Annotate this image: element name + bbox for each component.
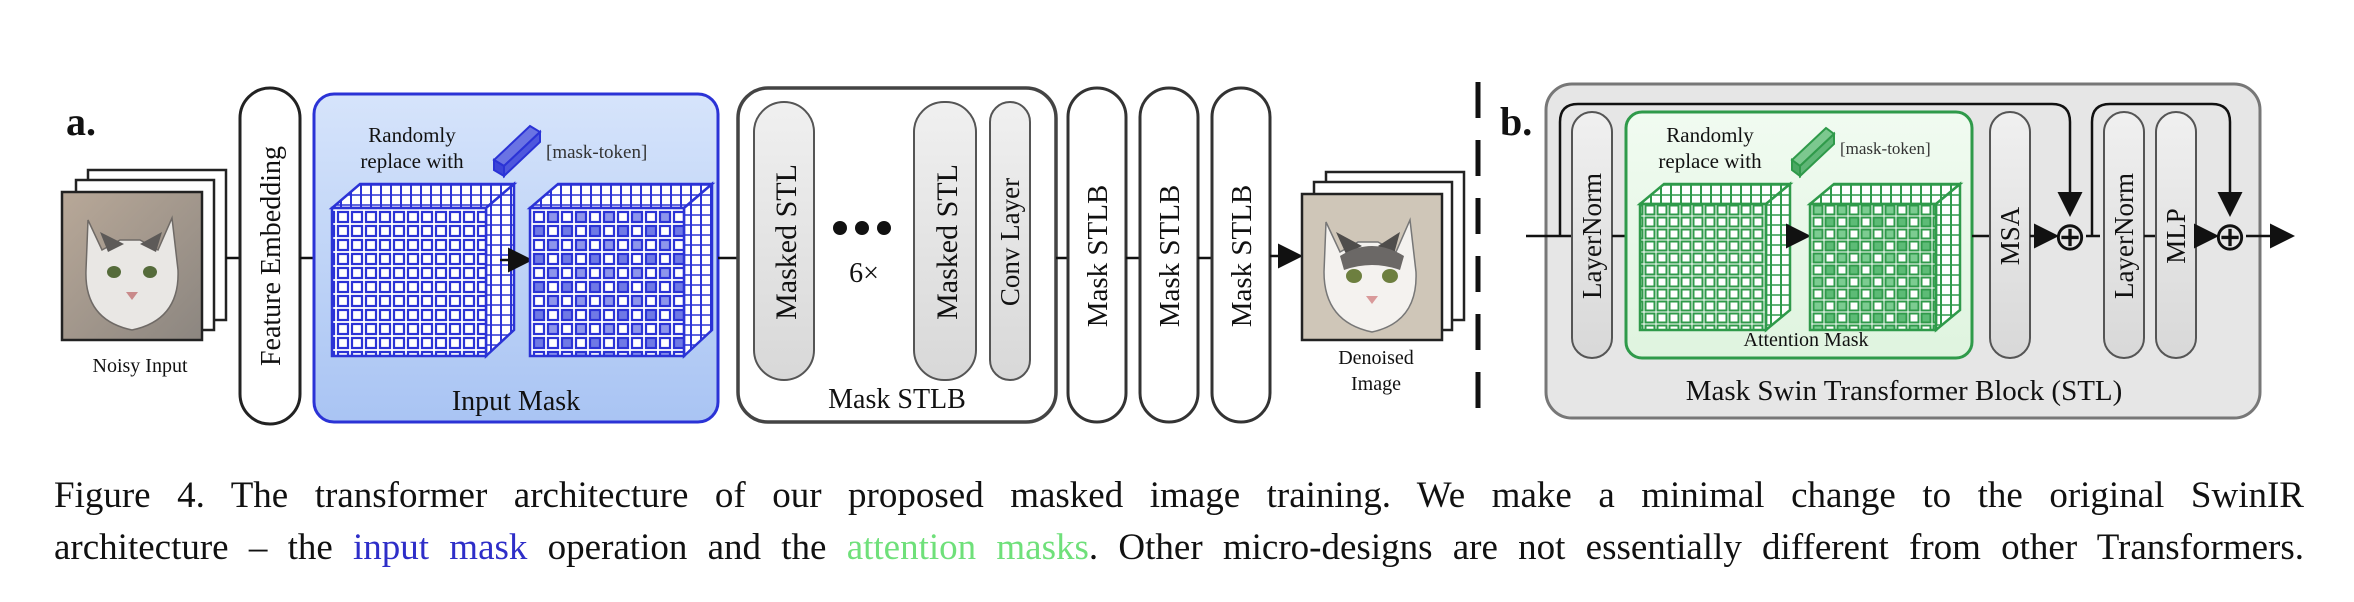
caption-line-2: architecture – the input mask operation …: [54, 522, 2304, 574]
attention-mask-replace-line1: Randomly: [1666, 123, 1754, 147]
mask-stlb-block-1: [1066, 86, 1128, 424]
add-node-2: ⊕: [2213, 214, 2247, 259]
input-mask-replace-line1: Randomly: [368, 123, 456, 147]
masked-stl-first: [753, 101, 815, 381]
mask-stlb-group-title: Mask STLB: [828, 384, 966, 415]
denoised-label-line1: Denoised: [1338, 347, 1414, 369]
caption-input-mask-link: input mask: [353, 527, 528, 568]
attention-mask-replace-line2: replace with: [1658, 149, 1762, 173]
denoised-label-line2: Image: [1351, 373, 1401, 395]
residual-connection-1: [1558, 102, 2083, 236]
clean-feature-cube: [328, 181, 518, 359]
ellipsis-dots: [833, 221, 891, 235]
mask-swin-block-title: Mask Swin Transformer Block (STL): [1686, 375, 2123, 407]
mask-stlb-block-1-label: Mask STLB: [1082, 185, 1114, 328]
noisy-input-stack: [60, 168, 228, 342]
layernorm-2-label: LayerNorm: [2109, 173, 2139, 299]
msa-label: MSA: [1995, 206, 2025, 265]
caption-line-2-post: . Other micro-designs are not essentiall…: [1088, 527, 2304, 568]
denoised-image-stack: [1300, 170, 1466, 342]
add-node-1: ⊕: [2053, 214, 2087, 259]
panel-a-label: a.: [66, 99, 96, 144]
attention-mask-token-icon: [1790, 126, 1836, 179]
masked-stl-last-label: Masked STL: [931, 164, 964, 320]
attention-masked-cube: [1806, 181, 1964, 333]
mask-stlb-block-2: [1138, 86, 1200, 424]
input-mask-replace-line2: replace with: [360, 149, 464, 173]
masked-feature-cube: [526, 181, 716, 359]
input-mask-token-label: [mask-token]: [546, 142, 647, 163]
feature-embedding-block: [238, 86, 302, 426]
mask-stlb-block-2-label: Mask STLB: [1154, 185, 1186, 328]
masked-stl-last: [913, 101, 977, 381]
conv-layer-block: [989, 101, 1031, 381]
attention-mask-title: Attention Mask: [1744, 329, 1869, 351]
attention-clean-cube: [1636, 181, 1794, 333]
layernorm-1-label: LayerNorm: [1577, 173, 1607, 299]
feature-embedding-label: Feature Embedding: [256, 146, 287, 366]
repeat-count-label: 6×: [849, 258, 879, 289]
masked-stl-first-label: Masked STL: [770, 164, 803, 320]
input-mask-title: Input Mask: [452, 386, 580, 417]
mask-stlb-block-3-label: Mask STLB: [1226, 185, 1258, 328]
architecture-diagram: a. Noisy Input Feature Embedding Randoml…: [60, 82, 2295, 426]
mlp-label: MLP: [2161, 208, 2191, 264]
mask-token-icon: [492, 124, 542, 179]
denoised-cat-image: [1300, 192, 1444, 342]
figure-caption: Figure 4. The transformer architecture o…: [54, 470, 2304, 574]
caption-attention-masks-link: attention masks: [846, 527, 1089, 568]
panel-b-label: b.: [1500, 99, 1532, 144]
noisy-cat-image: [60, 190, 204, 342]
caption-line-1: Figure 4. The transformer architecture o…: [54, 475, 2304, 516]
attention-mask-token-label: [mask-token]: [1840, 139, 1931, 158]
caption-line-2-pre: architecture – the: [54, 527, 353, 568]
residual-connection-2: [2090, 102, 2243, 236]
conv-layer-label: Conv Layer: [995, 178, 1025, 306]
caption-line-2-mid: operation and the: [527, 527, 847, 568]
noisy-input-label: Noisy Input: [93, 355, 188, 377]
